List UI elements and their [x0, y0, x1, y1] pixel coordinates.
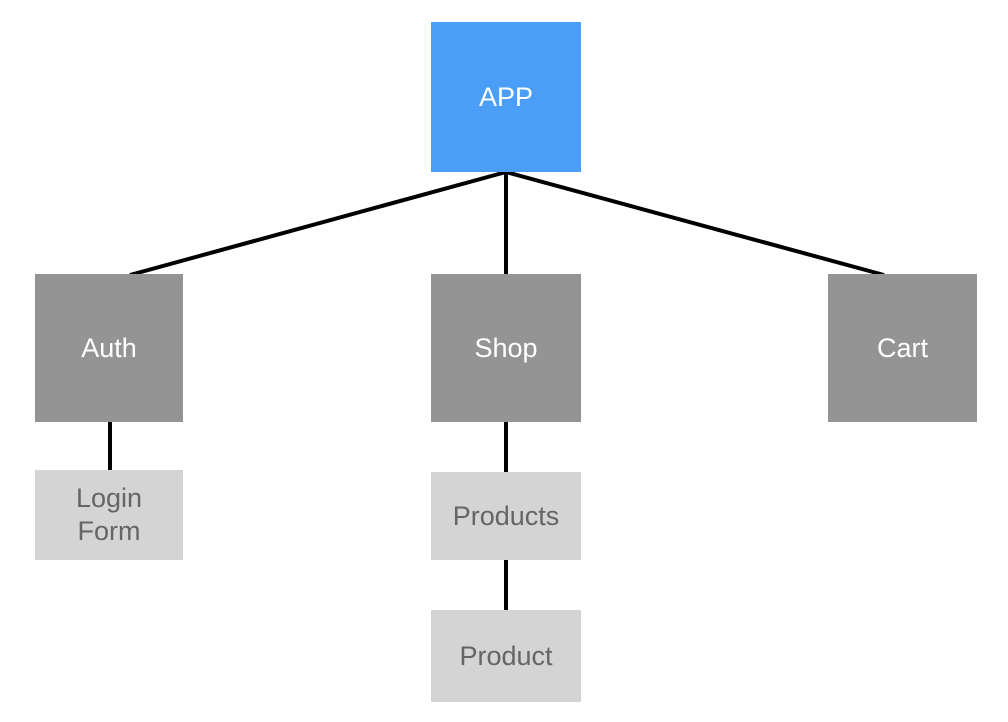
node-label-cart: Cart	[876, 332, 928, 363]
node-label-products: Products	[452, 500, 560, 531]
node-app[interactable]: APP	[431, 22, 581, 172]
node-product[interactable]: Product	[431, 610, 581, 702]
node-auth[interactable]: Auth	[35, 274, 183, 422]
node-label-product: Product	[459, 640, 553, 671]
edge-app-auth	[129, 170, 507, 277]
node-label-login-form: Login Form	[75, 483, 143, 546]
node-cart[interactable]: Cart	[828, 274, 977, 422]
node-label-app: APP	[478, 81, 534, 112]
node-login-form[interactable]: Login Form	[35, 470, 183, 560]
node-products[interactable]: Products	[431, 472, 581, 560]
edge-app-cart	[505, 170, 885, 277]
node-label-shop: Shop	[474, 332, 538, 363]
node-shop[interactable]: Shop	[431, 274, 581, 422]
node-label-auth: Auth	[81, 332, 137, 363]
